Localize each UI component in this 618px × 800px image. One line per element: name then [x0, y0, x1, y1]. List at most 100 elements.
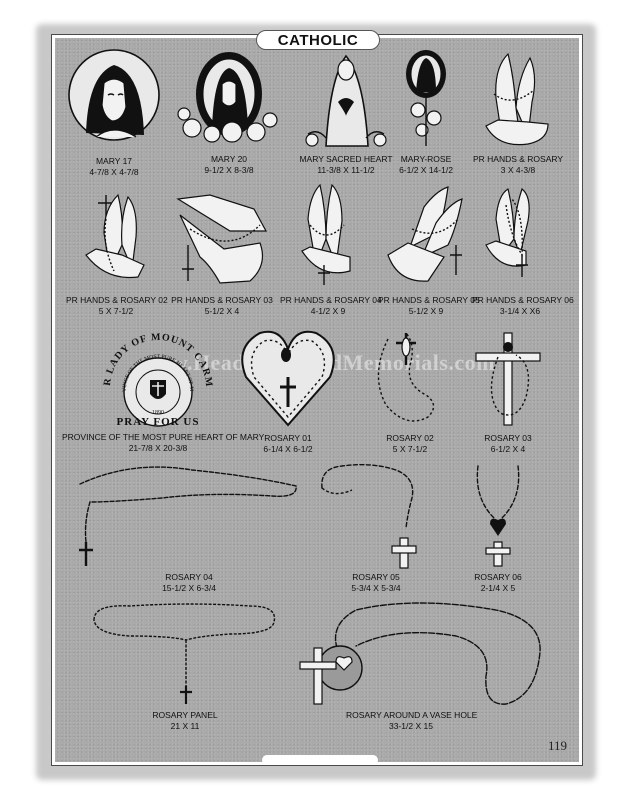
item-size: 11-3/8 X 11-1/2	[317, 165, 375, 175]
item-caption: MARY 17 4-7/8 X 4-7/8	[64, 156, 164, 178]
item-caption: PR HANDS & ROSARY 03 5-1/2 X 4	[170, 295, 274, 317]
catalog-item-pr-hands-rosary-05[interactable]: PR HANDS & ROSARY 05 5-1/2 X 9	[378, 185, 480, 317]
rosary-panel-icon	[93, 603, 276, 704]
item-name: PR HANDS & ROSARY 02	[66, 295, 168, 305]
item-caption: ROSARY 05 5-3/4 X 5-3/4	[334, 572, 418, 594]
item-size: 6-1/4 X 6-1/2	[263, 444, 313, 454]
item-name: ROSARY 01	[264, 433, 312, 443]
item-size: 4-7/8 X 4-7/8	[89, 167, 139, 177]
item-size: 3-1/4 X X6	[499, 306, 541, 316]
seal-bottom-text: PRAY FOR US	[116, 416, 200, 428]
item-name: PROVINCE OF THE MOST PURE HEART OF MARY	[62, 432, 265, 442]
item-name: PR HANDS & ROSARY 04	[280, 295, 382, 305]
rosary-crucifix-icon	[377, 332, 435, 422]
rosary-long-icon	[79, 466, 297, 566]
item-size: 6-1/2 X 14-1/2	[399, 165, 453, 175]
catalog-item-rosary-04[interactable]: ROSARY 04 15-1/2 X 6-3/4	[72, 462, 304, 596]
catalog-item-mary-sacred-heart[interactable]: MARY SACRED HEART 11-3/8 X 11-1/2	[296, 48, 396, 183]
catalog-item-rosary-vase-hole[interactable]: ROSARY AROUND A VASE HOLE 33-1/2 X 15	[296, 596, 552, 742]
catalog-item-rosary-05[interactable]: ROSARY 05 5-3/4 X 5-3/4	[312, 458, 440, 596]
item-caption: PR HANDS & ROSARY 02 5 X 7-1/2	[66, 295, 168, 317]
catalog-item-pr-hands-rosary-02[interactable]: PR HANDS & ROSARY 02 5 X 7-1/2	[66, 185, 168, 317]
item-size: 15-1/2 X 6-3/4	[162, 583, 216, 593]
page-title: CATHOLIC	[256, 30, 380, 50]
catalog-item-mary-20[interactable]: MARY 20 9-1/2 X 8-3/8	[172, 48, 286, 183]
item-caption: ROSARY AROUND A VASE HOLE 33-1/2 X 15	[346, 710, 478, 732]
catalog-item-province-seal[interactable]: OUR LADY OF MOUNT CARMEL PROVINCE OF THE…	[62, 322, 265, 456]
praying-hands-rosary-icon	[85, 193, 145, 279]
catalog-item-rosary-06[interactable]: ROSARY 06 2-1/4 X 5	[460, 458, 536, 596]
bottom-tab	[262, 755, 378, 765]
item-name: PR HANDS & ROSARY 06	[472, 295, 574, 305]
item-size: 21-7/8 X 20-3/8	[128, 443, 188, 453]
item-caption: MARY SACRED HEART 11-3/8 X 11-1/2	[292, 154, 400, 176]
rosary-loop-icon	[321, 463, 417, 569]
item-caption: ROSARY 04 15-1/2 X 6-3/4	[134, 572, 244, 594]
item-size: 3 X 4-3/8	[500, 165, 536, 175]
praying-hands-rosary-icon	[301, 183, 351, 285]
catalog-item-pr-hands-rosary-04[interactable]: PR HANDS & ROSARY 04 4-1/2 X 9	[280, 183, 382, 317]
item-name: MARY 20	[210, 154, 248, 164]
praying-hands-rosary-icon	[485, 52, 549, 146]
praying-hands-rosary-icon	[176, 194, 268, 284]
mary-with-roses-icon	[177, 52, 278, 143]
catalog-item-rosary-02[interactable]: ROSARY 02 5 X 7-1/2	[366, 325, 462, 455]
item-name: MARY SACRED HEART	[299, 154, 393, 164]
item-size: 33-1/2 X 15	[389, 721, 433, 731]
item-name: MARY-ROSE	[400, 154, 452, 164]
catalog-item-rosary-panel[interactable]: ROSARY PANEL 21 X 11	[90, 600, 280, 740]
mary-sacred-heart-icon	[305, 54, 387, 147]
praying-hands-rosary-icon	[387, 186, 463, 282]
item-size: 5-1/2 X 4	[204, 306, 240, 316]
rosary-vase-hole-icon	[299, 602, 541, 705]
item-caption: PR HANDS & ROSARY 3 X 4-3/8	[468, 154, 568, 176]
item-size: 21 X 11	[170, 721, 200, 731]
item-size: 5 X 7-1/2	[98, 306, 134, 316]
item-caption: ROSARY 02 5 X 7-1/2	[362, 433, 458, 455]
item-name: PR HANDS & ROSARY 03	[171, 295, 273, 305]
item-caption: ROSARY 01 6-1/4 X 6-1/2	[238, 433, 338, 455]
item-name: ROSARY 06	[474, 572, 522, 582]
mary-portrait-icon	[68, 49, 160, 141]
rosary-heart-icon	[241, 330, 335, 427]
rosary-heart-pendant-icon	[476, 465, 520, 567]
item-name: ROSARY 04	[165, 572, 213, 582]
mary-rose-icon	[406, 50, 446, 146]
item-name: ROSARY PANEL	[152, 710, 218, 720]
item-name: ROSARY 03	[484, 433, 532, 443]
item-caption: PR HANDS & ROSARY 05 5-1/2 X 9	[378, 295, 480, 317]
item-name: PR HANDS & ROSARY 05	[378, 295, 480, 305]
item-caption: ROSARY PANEL 21 X 11	[130, 710, 240, 732]
item-caption: ROSARY 06 2-1/4 X 5	[456, 572, 540, 594]
item-size: 4-1/2 X 9	[310, 306, 346, 316]
item-name: MARY 17	[95, 156, 133, 166]
item-size: 5-1/2 X 9	[408, 306, 444, 316]
item-size: 5 X 7-1/2	[392, 444, 428, 454]
catalog-item-rosary-03[interactable]: ROSARY 03 6-1/2 X 4	[464, 325, 560, 455]
catalog-item-rosary-01[interactable]: ROSARY 01 6-1/4 X 6-1/2	[238, 325, 338, 455]
item-size: 5-3/4 X 5-3/4	[351, 583, 401, 593]
province-seal-icon: OUR LADY OF MOUNT CARMEL PROVINCE OF THE…	[62, 322, 213, 427]
seal-year: 1890	[152, 410, 164, 416]
item-caption: PR HANDS & ROSARY 06 3-1/4 X X6	[472, 295, 574, 317]
item-size: 9-1/2 X 8-3/8	[204, 165, 254, 175]
catalog-item-pr-hands-rosary-06[interactable]: PR HANDS & ROSARY 06 3-1/4 X X6	[472, 185, 574, 316]
catalog-item-pr-hands-rosary-03[interactable]: PR HANDS & ROSARY 03 5-1/2 X 4	[170, 185, 274, 317]
item-name: PR HANDS & ROSARY	[472, 154, 564, 164]
catalog-item-mary-17[interactable]: MARY 17 4-7/8 X 4-7/8	[66, 45, 162, 180]
item-size: 6-1/2 X 4	[490, 444, 526, 454]
item-caption: ROSARY 03 6-1/2 X 4	[460, 433, 556, 455]
item-caption: MARY-ROSE 6-1/2 X 14-1/2	[381, 154, 471, 176]
item-caption: PR HANDS & ROSARY 04 4-1/2 X 9	[280, 295, 382, 317]
page-number: 119	[548, 738, 568, 753]
item-name: ROSARY AROUND A VASE HOLE	[346, 710, 478, 720]
item-name: ROSARY 02	[386, 433, 434, 443]
item-size: 2-1/4 X 5	[480, 583, 516, 593]
rosary-cross-icon	[475, 332, 541, 426]
praying-hands-rosary-icon	[485, 187, 530, 277]
item-caption: PROVINCE OF THE MOST PURE HEART OF MARY …	[62, 432, 265, 454]
item-caption: MARY 20 9-1/2 X 8-3/8	[172, 154, 286, 176]
catalog-item-pr-hands-rosary[interactable]: PR HANDS & ROSARY 3 X 4-3/8	[468, 48, 568, 183]
catalog-item-mary-rose[interactable]: MARY-ROSE 6-1/2 X 14-1/2	[396, 48, 456, 183]
item-name: ROSARY 05	[352, 572, 400, 582]
